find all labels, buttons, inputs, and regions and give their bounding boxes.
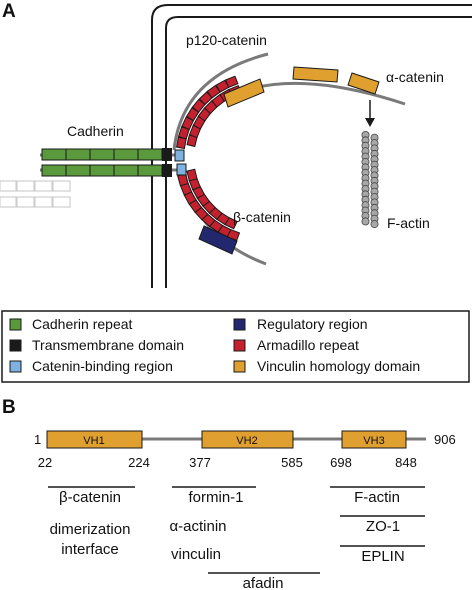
zo1-binding-label: ZO-1 xyxy=(366,518,400,535)
f-actin-label: F-actin xyxy=(387,215,430,231)
dimerization-label-line2: interface xyxy=(61,541,119,558)
binding-region-bars xyxy=(48,486,425,574)
regulatory-region xyxy=(198,225,238,255)
catenin-binding-region xyxy=(174,149,187,176)
armadillo-repeat xyxy=(225,75,239,89)
actin-bead xyxy=(370,220,379,229)
actin-binding-arrow xyxy=(365,100,375,127)
dimerization-label-line1: dimerization xyxy=(50,521,131,538)
afadin-binding-label: afadin xyxy=(243,575,284,590)
beta-catenin-binding-label: β-catenin xyxy=(59,489,121,506)
vh2-end-residue: 585 xyxy=(281,455,303,470)
residue-start-label: 1 xyxy=(34,432,41,447)
cadherin-label: Cadherin xyxy=(67,123,124,139)
legend-item-vinculin-homology-domain: Vinculin homology domain xyxy=(233,358,420,374)
actin-bead xyxy=(361,217,370,226)
legend-item-armadillo-repeat: Armadillo repeat xyxy=(233,337,359,353)
legend-label: Regulatory region xyxy=(257,316,368,332)
legend-swatch xyxy=(9,360,22,373)
p120-catenin-label: p120-catenin xyxy=(186,32,267,48)
alpha-catenin-vh-domains xyxy=(223,66,380,108)
vinculin-binding-label: vinculin xyxy=(171,546,221,563)
vh1-end-residue: 224 xyxy=(128,455,150,470)
f-actin-filament xyxy=(361,130,379,229)
transmembrane-domains xyxy=(162,148,172,177)
vh2-start-residue: 377 xyxy=(189,455,211,470)
legend-item-regulatory-region: Regulatory region xyxy=(233,316,368,332)
actinin-binding-label: α-actinin xyxy=(169,518,226,535)
panel-a-letter: A xyxy=(2,1,16,22)
beta-catenin-label: β-catenin xyxy=(233,209,291,225)
legend-label: Transmembrane domain xyxy=(32,337,184,353)
legend-item-cadherin-repeat: Cadherin repeat xyxy=(9,316,133,332)
legend-item-transmembrane-domain: Transmembrane domain xyxy=(9,337,184,353)
vh3-start-residue: 698 xyxy=(330,455,352,470)
beta-armadillo-repeats xyxy=(177,168,241,242)
armadillo-repeat xyxy=(186,168,198,182)
legend-swatch xyxy=(9,318,22,331)
vh1-domain: VH1 xyxy=(46,430,143,449)
panel-b-letter: B xyxy=(2,397,16,418)
vh2-label: VH2 xyxy=(236,435,257,447)
vh1-label: VH1 xyxy=(83,435,104,447)
neighbor-cadherin-ghost xyxy=(0,180,71,208)
f-actin-binding-label: F-actin xyxy=(354,489,400,506)
alpha-catenin-label: α-catenin xyxy=(386,69,444,85)
eplin-binding-label: EPLIN xyxy=(361,548,404,565)
formin-binding-label: formin-1 xyxy=(188,489,243,506)
vh2-domain: VH2 xyxy=(201,430,294,449)
vh3-domain: VH3 xyxy=(341,430,407,449)
legend-swatch xyxy=(233,318,246,331)
cell-membrane xyxy=(151,4,472,288)
vh1-start-residue: 22 xyxy=(38,455,52,470)
legend-label: Cadherin repeat xyxy=(32,316,133,332)
legend-label: Vinculin homology domain xyxy=(257,358,420,374)
legend-label: Armadillo repeat xyxy=(257,337,359,353)
vh3-end-residue: 848 xyxy=(395,455,417,470)
cadherin-repeats xyxy=(41,148,163,177)
legend-swatch xyxy=(9,339,22,352)
legend: Cadherin repeat Transmembrane domain Cat… xyxy=(9,316,420,374)
vh3-label: VH3 xyxy=(363,435,384,447)
legend-item-catenin-binding-region: Catenin-binding region xyxy=(9,358,173,374)
legend-label: Catenin-binding region xyxy=(32,358,173,374)
legend-swatch xyxy=(233,339,246,352)
p120-backbone xyxy=(172,52,269,151)
legend-swatch xyxy=(233,360,246,373)
residue-end-label: 906 xyxy=(434,432,456,447)
